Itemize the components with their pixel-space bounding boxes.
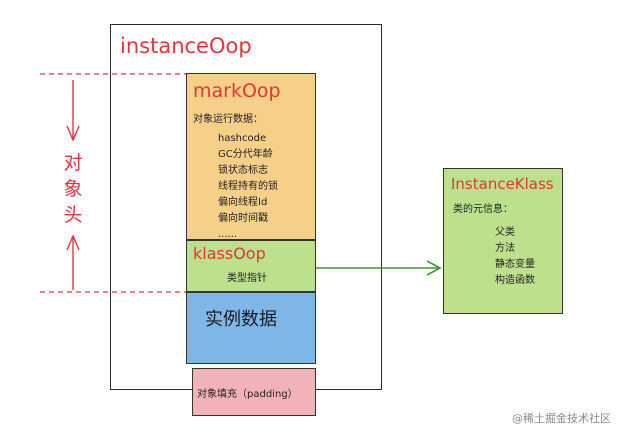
klass-oop-box <box>186 240 316 292</box>
object-header-char: 象 <box>63 178 83 200</box>
instance-data-box <box>186 292 316 364</box>
mark-oop-title: markOop <box>193 80 281 102</box>
instance-klass-subtitle: 类的元信息： <box>453 204 513 215</box>
instance-data-title: 实例数据 <box>205 309 277 330</box>
mark-oop-item-list: hashcode GC分代年龄 锁状态标志 线程持有的锁 偏向线程Id 偏向时间… <box>218 131 278 243</box>
instance-klass-item: 父类 <box>495 227 515 238</box>
object-header-char: 对 <box>63 152 83 174</box>
instance-oop-title: instanceOop <box>120 34 252 58</box>
header-down-arrow-head <box>66 234 80 251</box>
padding-box <box>192 368 316 416</box>
object-header-label: 对 象 头 <box>62 150 84 228</box>
mark-oop-item: GC分代年龄 <box>218 149 273 160</box>
padding-title: 对象填充（padding） <box>197 389 298 400</box>
instance-klass-item: 方法 <box>495 243 515 254</box>
instance-klass-box <box>443 168 563 314</box>
instance-klass-title: InstanceKlass <box>451 175 554 193</box>
instance-klass-item: 构造函数 <box>495 275 535 286</box>
header-up-arrow-head <box>66 125 80 142</box>
mark-oop-item: 偏向时间戳 <box>218 213 268 224</box>
klass-oop-title: klassOop <box>193 244 266 263</box>
mark-oop-item: ...... <box>218 229 238 240</box>
mark-oop-item: 锁状态标志 <box>218 165 268 176</box>
klass-oop-subtitle: 类型指针 <box>227 273 267 284</box>
mark-oop-box <box>186 73 316 240</box>
mark-oop-subtitle: 对象运行数据： <box>193 114 263 125</box>
mark-oop-item: hashcode <box>218 133 267 144</box>
mark-oop-item: 线程持有的锁 <box>218 181 278 192</box>
instance-klass-item-list: 父类 方法 静态变量 构造函数 <box>495 225 535 289</box>
object-header-char: 头 <box>63 204 83 226</box>
watermark: @稀土掘金技术社区 <box>512 412 611 425</box>
mark-oop-item: 偏向线程Id <box>218 197 268 208</box>
instance-klass-item: 静态变量 <box>495 259 535 270</box>
klass-pointer-arrow-head <box>426 260 442 276</box>
